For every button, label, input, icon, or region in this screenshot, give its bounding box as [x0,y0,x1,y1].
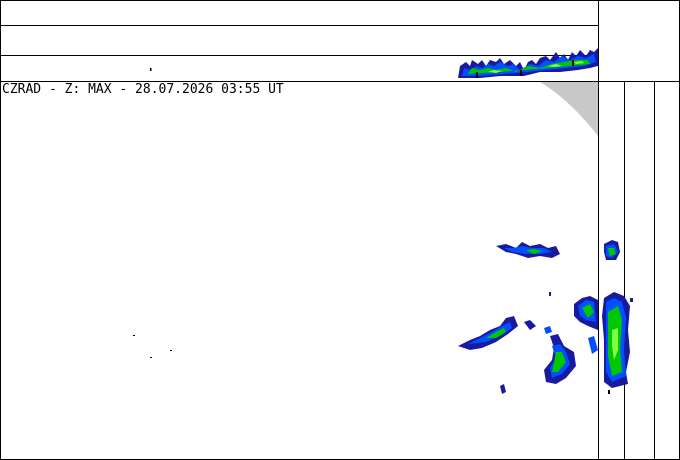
main-panel-right-border [598,0,599,460]
main-panel-top-border [0,81,680,82]
side-panel-divider-2 [654,81,655,460]
radar-title: CZRAD - Z: MAX - 28.07.2026 03:55 UT [2,82,284,97]
side-projection-echoes [602,240,633,394]
top-panel-divider-2 [0,55,598,56]
frame-top [0,0,680,1]
top-panel-divider-1 [0,25,598,26]
side-panel-divider-1 [624,81,625,460]
main-echo-cluster-north [496,242,560,258]
no-coverage-area [540,82,598,136]
main-echo-cluster-south [133,292,598,394]
frame-left [0,0,1,460]
top-projection-echoes [150,48,598,78]
